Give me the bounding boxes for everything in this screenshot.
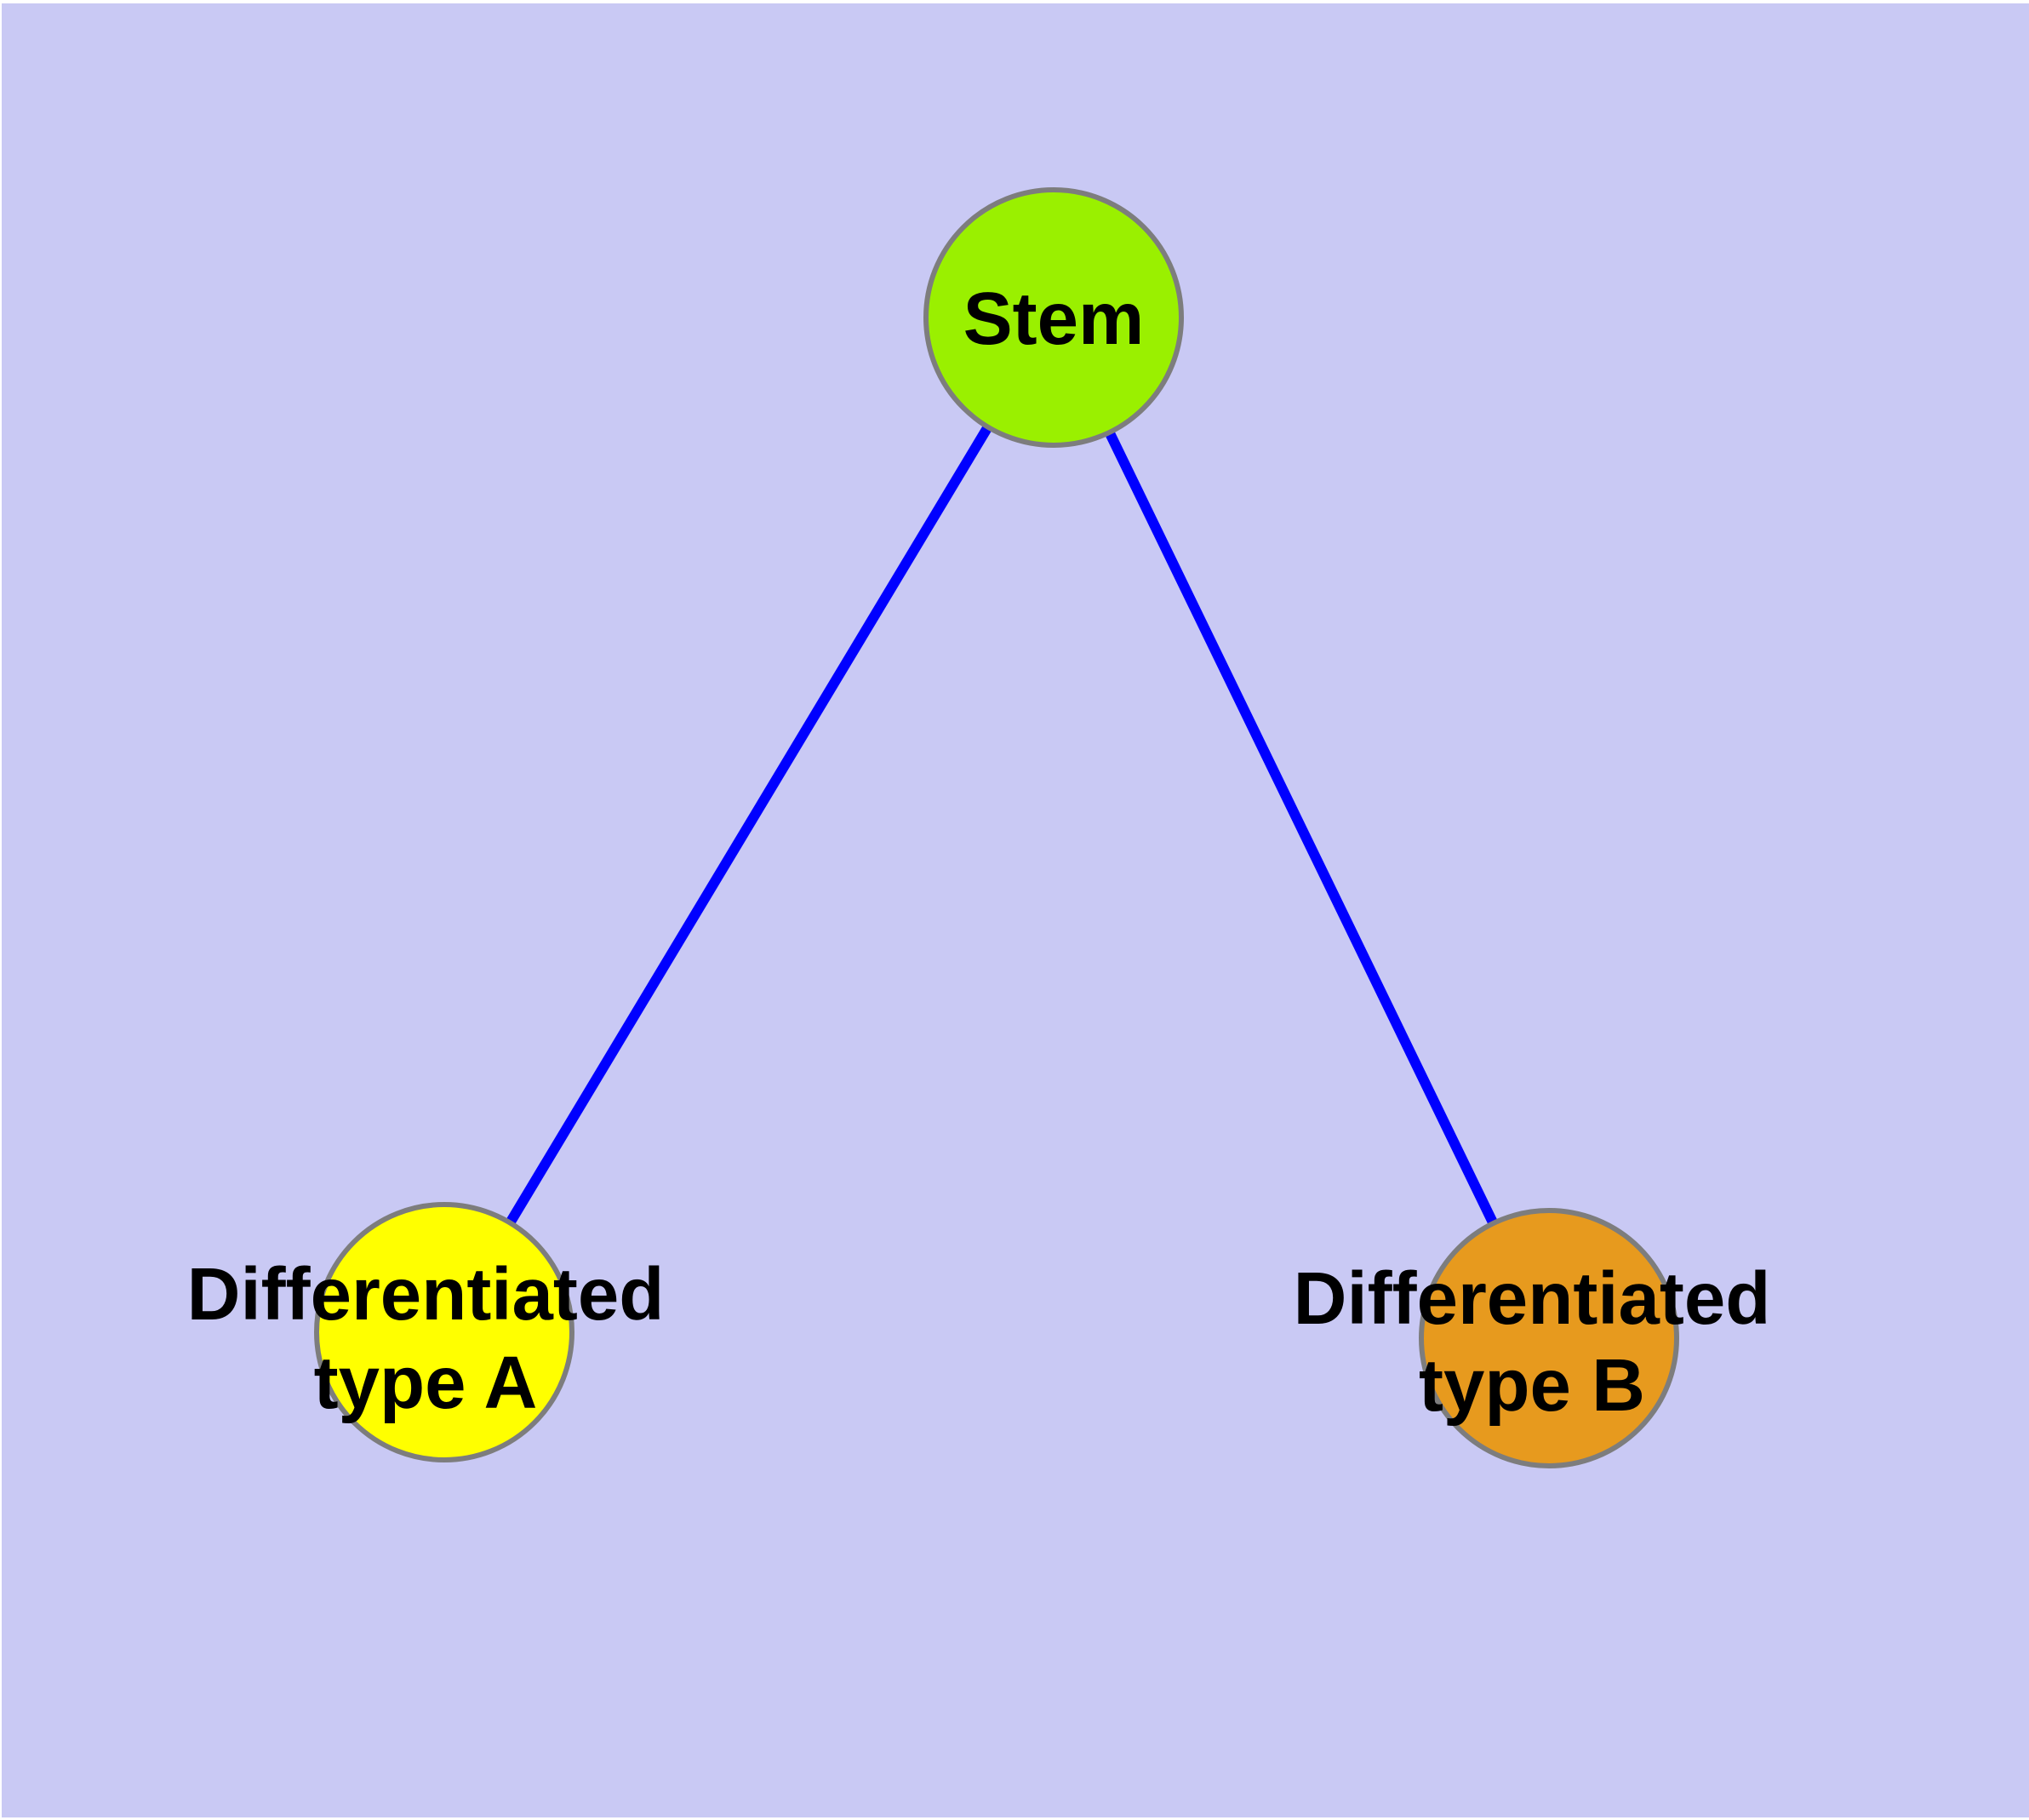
node-stem-label: Stem [963,278,1145,360]
node-stem [923,187,1184,448]
edge-stem-to-type-a [439,314,1059,1336]
node-type-b-label-line1: Differentiated [1294,1257,1771,1340]
node-differentiated-type-a [314,1202,574,1462]
node-type-b-label-line2: type B [1419,1344,1645,1427]
node-type-a-label-line2: type A [314,1342,538,1424]
edge-stem-to-type-b [1049,315,1554,1341]
node-type-a-label-line1: Differentiated [187,1253,665,1336]
node-differentiated-type-b [1419,1208,1679,1468]
